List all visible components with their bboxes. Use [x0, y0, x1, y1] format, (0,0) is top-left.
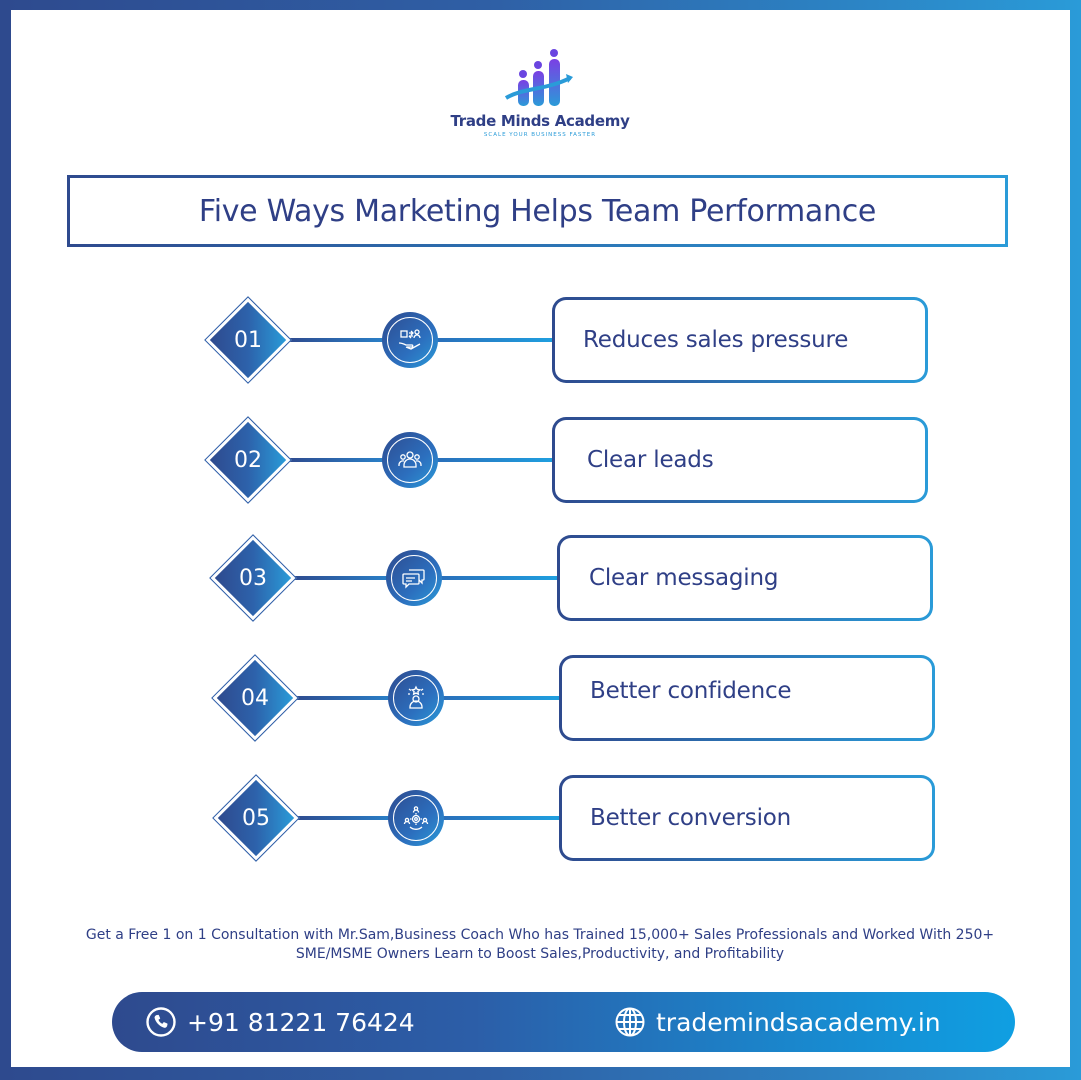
contact-bar: +91 81221 76424 trademindsacademy.in	[112, 992, 1015, 1052]
item-number: 02	[234, 447, 262, 473]
website-url: trademindsacademy.in	[656, 1007, 941, 1037]
connector-line	[442, 816, 561, 820]
item-number: 04	[241, 685, 269, 711]
item-label: Better conversion	[590, 805, 792, 831]
number-diamond: 02	[204, 416, 292, 504]
icon-badge	[386, 550, 442, 606]
connector-line	[290, 576, 390, 580]
icon-badge	[382, 432, 438, 488]
connector-line	[285, 338, 385, 342]
list-item: 01 Reduces sales pressure	[0, 296, 1081, 430]
team-gear-icon	[403, 806, 429, 830]
cta-line-1: Get a Free 1 on 1 Consultation with Mr.S…	[85, 927, 995, 943]
item-box: Better conversion	[559, 775, 935, 861]
connector-line	[442, 696, 561, 700]
item-number: 05	[242, 805, 270, 831]
number-diamond: 05	[212, 774, 300, 862]
brand-tagline: SCALE YOUR BUSINESS FASTER	[483, 132, 597, 138]
item-box: Better confidence	[559, 655, 935, 741]
list-item: 05 Better conversion	[0, 774, 1081, 908]
item-box: Clear messaging	[557, 535, 933, 621]
person-star-icon	[408, 685, 424, 709]
website-link[interactable]: trademindsacademy.in	[614, 992, 941, 1052]
item-number: 01	[234, 327, 262, 353]
item-label: Clear messaging	[589, 565, 779, 591]
number-diamond: 04	[211, 654, 299, 742]
number-diamond: 01	[204, 296, 292, 384]
connector-line	[436, 338, 554, 342]
connector-line	[436, 458, 554, 462]
title-box: Five Ways Marketing Helps Team Performan…	[67, 175, 1008, 247]
icon-badge	[388, 670, 444, 726]
item-box: Clear leads	[552, 417, 928, 503]
group-people-icon	[398, 451, 422, 468]
brand-name: Trade Minds Academy	[450, 112, 630, 130]
cta-line-2: SME/MSME Owners Learn to Boost Sales,Pro…	[295, 946, 785, 962]
connector-line	[285, 458, 385, 462]
globe-icon	[615, 1007, 645, 1037]
item-box: Reduces sales pressure	[552, 297, 928, 383]
phone-icon	[146, 1007, 176, 1037]
list-item: 04 Better confidence	[0, 654, 1081, 788]
item-number: 03	[239, 565, 267, 591]
page-title: Five Ways Marketing Helps Team Performan…	[198, 193, 877, 229]
number-diamond: 03	[209, 534, 297, 622]
connector-line	[293, 816, 393, 820]
item-label: Reduces sales pressure	[583, 327, 849, 353]
chat-bubbles-icon	[402, 569, 425, 589]
icon-badge	[388, 790, 444, 846]
item-label: Clear leads	[587, 447, 714, 473]
hand-box-exchange-icon	[398, 329, 421, 350]
phone-number: +91 81221 76424	[187, 1007, 415, 1037]
list-item: 02 Clear leads	[0, 416, 1081, 550]
list-item: 03 Clear messaging	[0, 534, 1081, 668]
icon-badge	[382, 312, 438, 368]
item-label: Better confidence	[590, 678, 792, 704]
connector-line	[292, 696, 392, 700]
consultation-text: Get a Free 1 on 1 Consultation with Mr.S…	[20, 926, 1060, 964]
phone-link[interactable]: +91 81221 76424	[145, 992, 415, 1052]
connector-line	[440, 576, 559, 580]
logo: Trade Minds Academy SCALE YOUR BUSINESS …	[440, 44, 640, 144]
rising-people-chart-icon	[504, 49, 573, 106]
